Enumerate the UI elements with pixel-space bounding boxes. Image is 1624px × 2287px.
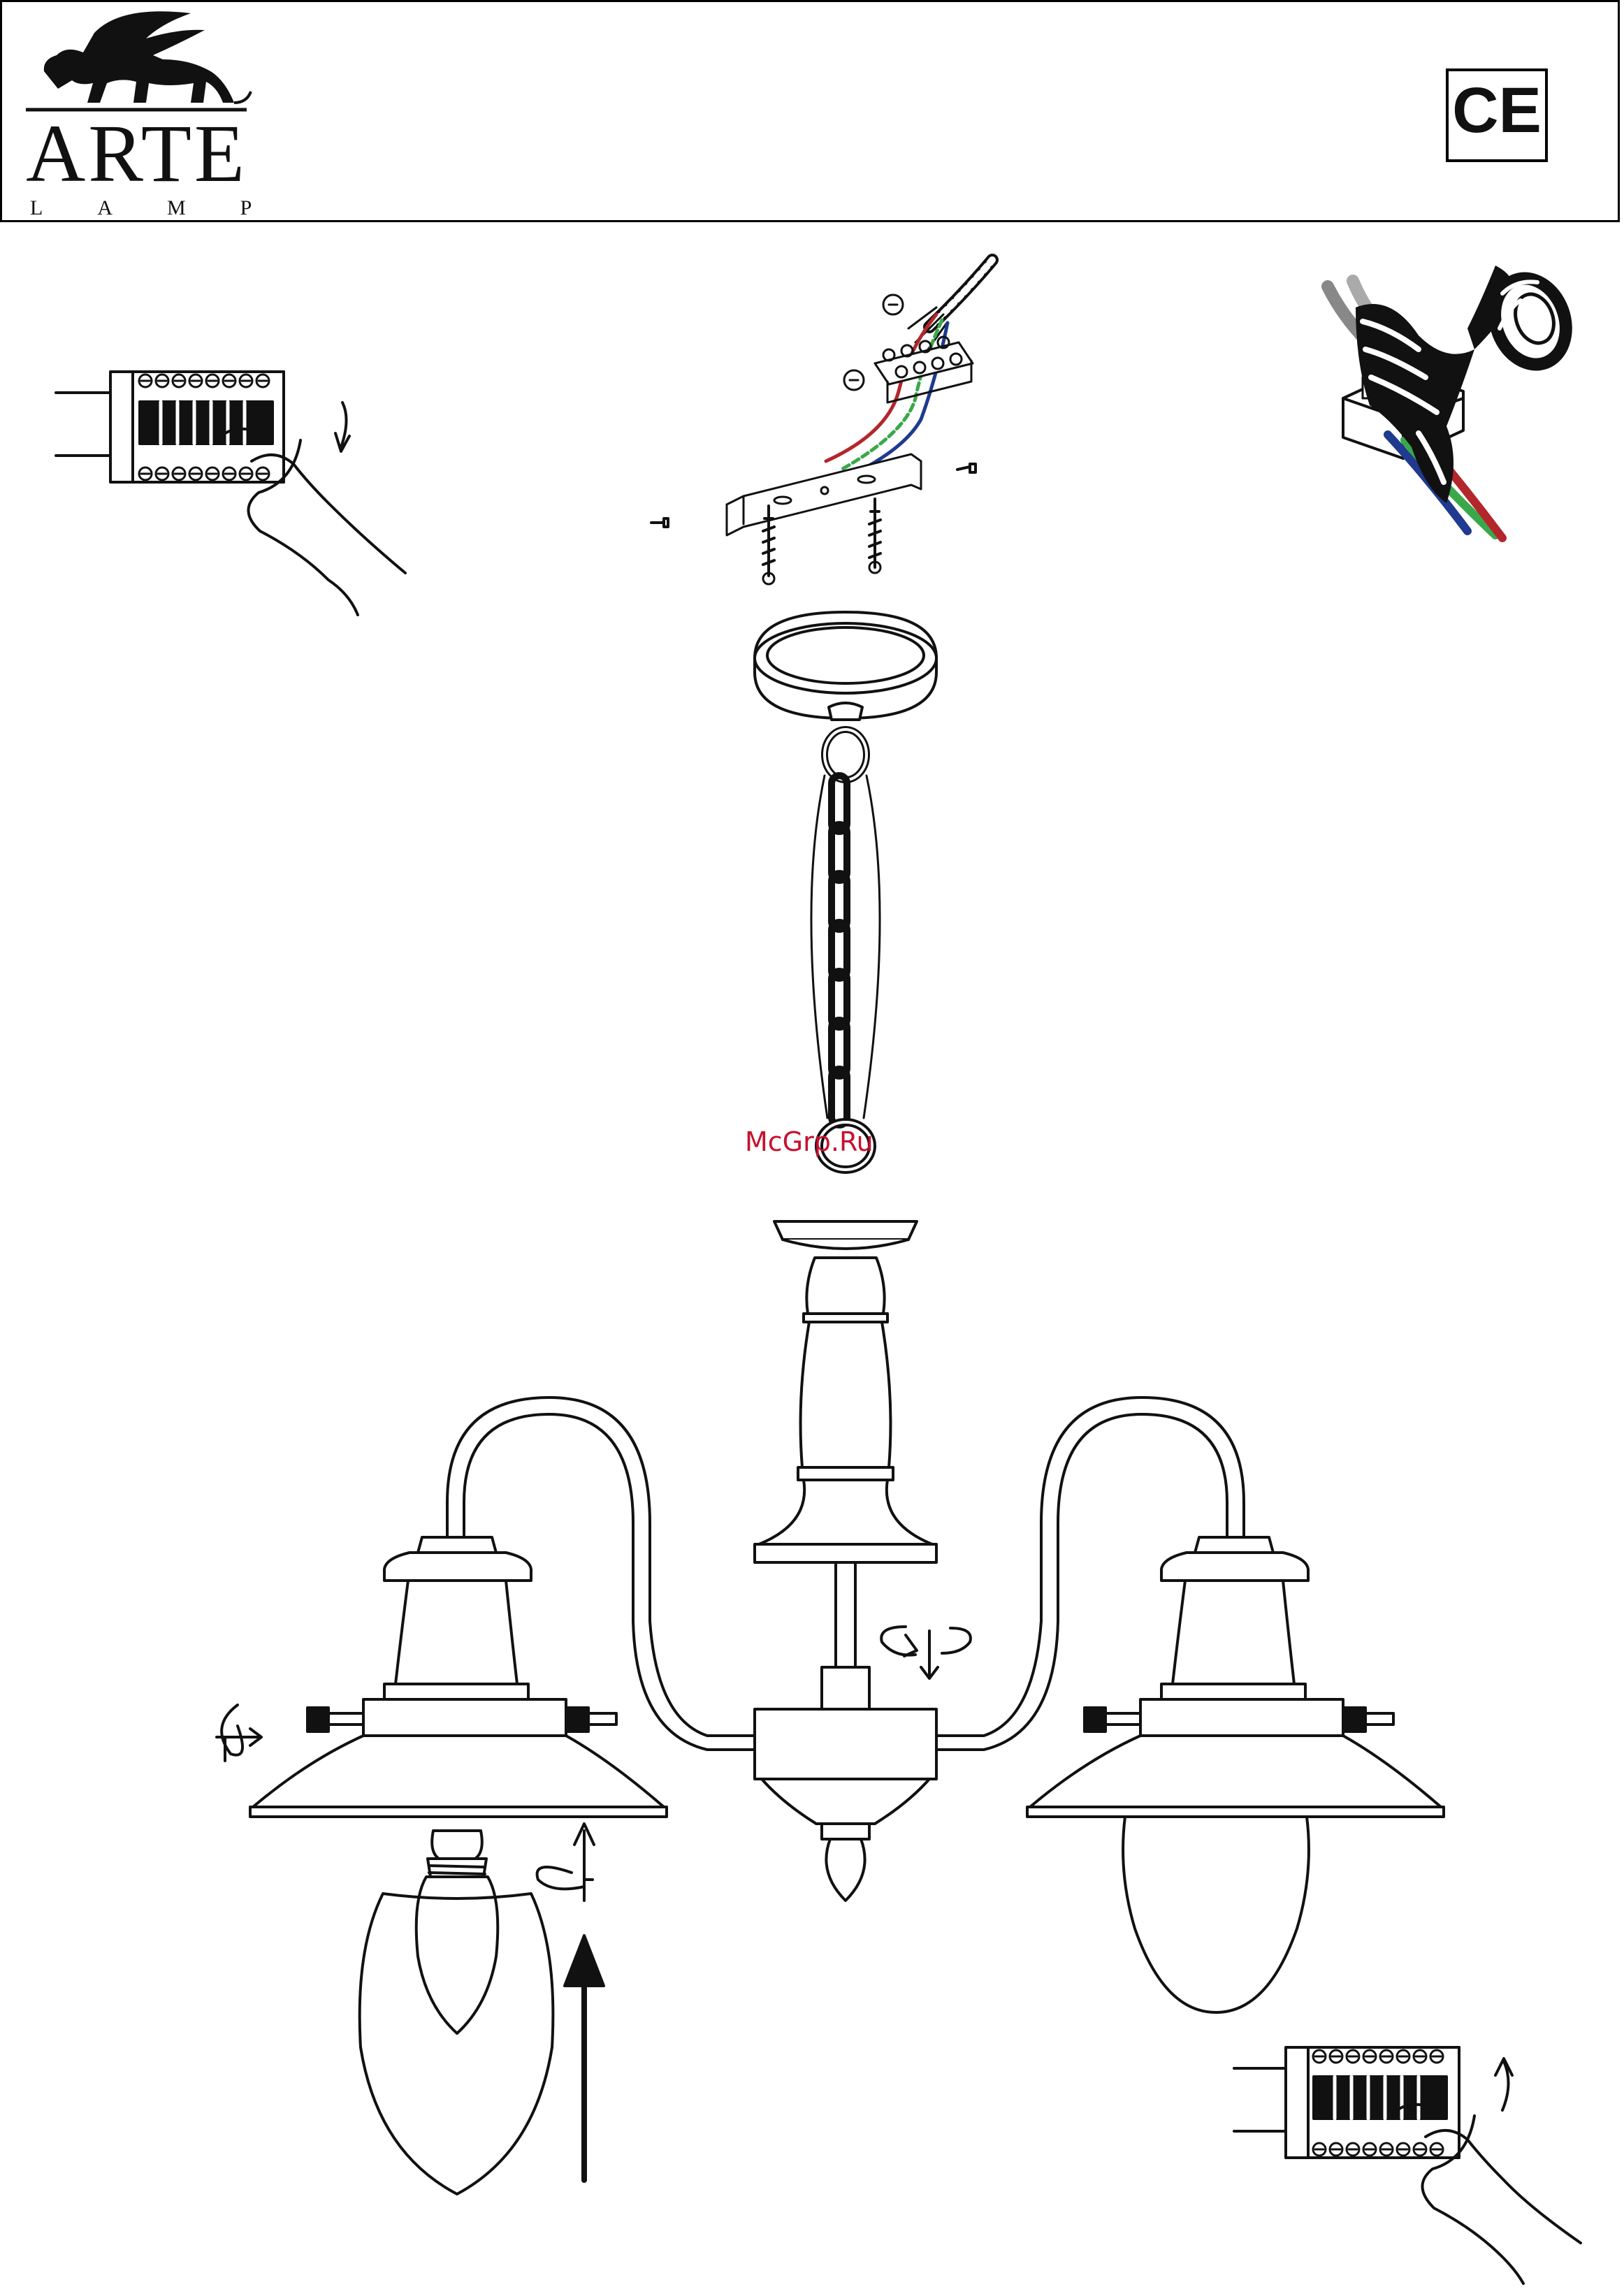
breaker-switch-on-icon <box>1234 2047 1581 2284</box>
breaker-switch-off-icon <box>56 372 405 615</box>
chandelier-assembly-icon <box>217 612 1444 2194</box>
watermark-text: McGrp.Ru <box>745 1126 873 1157</box>
ceiling-bracket-wiring-icon <box>651 260 992 584</box>
insulation-tape-icon <box>1328 261 1586 538</box>
